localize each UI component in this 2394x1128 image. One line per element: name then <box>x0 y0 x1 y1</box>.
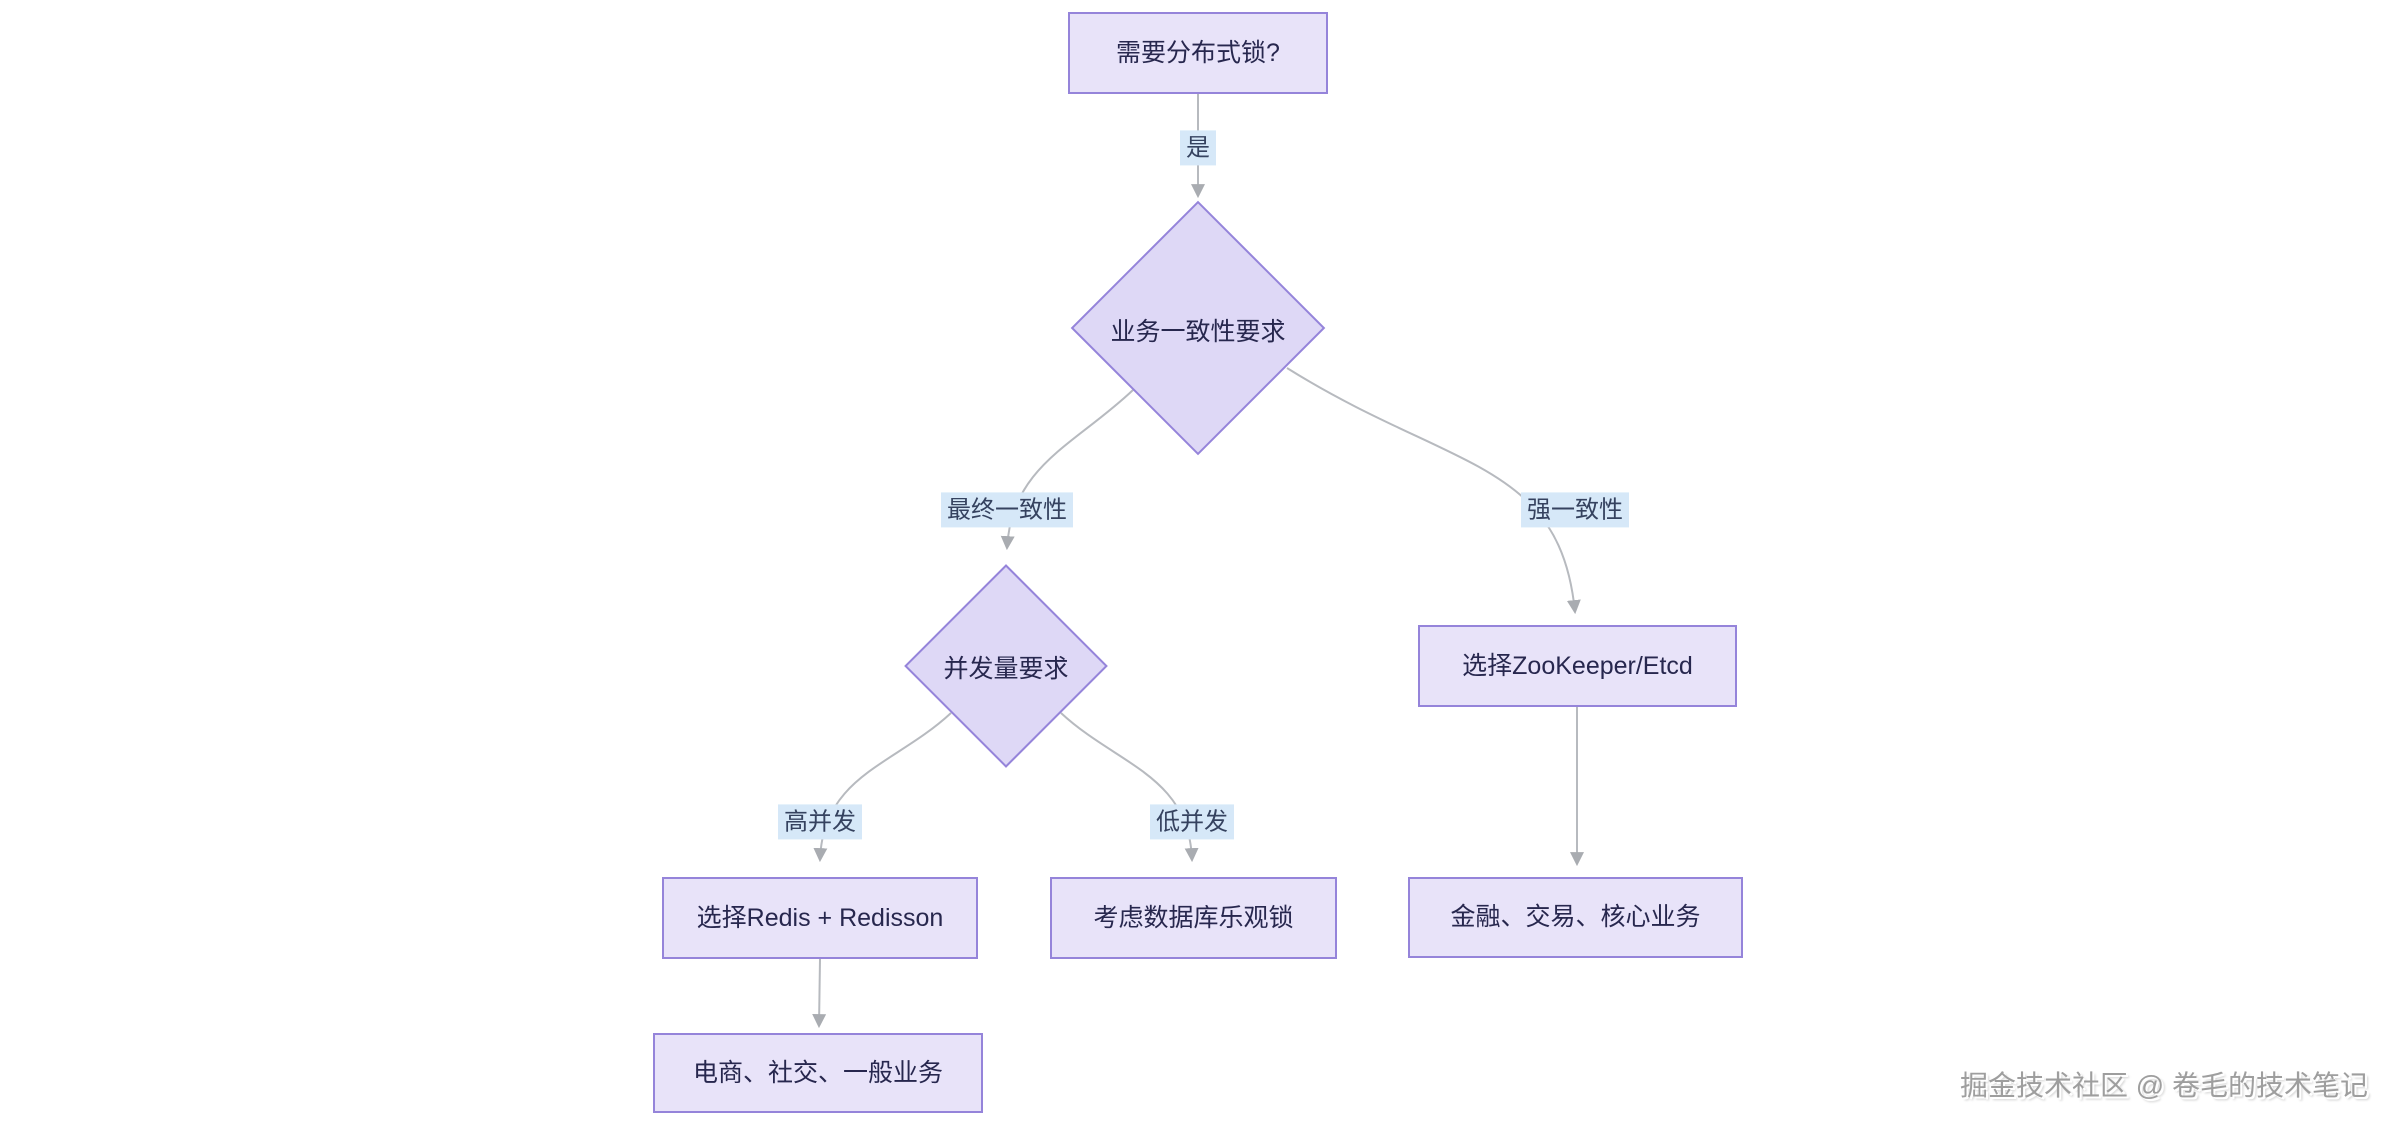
edge-consistency-to-zookeeper <box>1286 367 1581 615</box>
edge-label-eventual-consistency: 最终一致性 <box>941 492 1073 528</box>
node-need-distributed-lock: 需要分布式锁? <box>1068 12 1328 94</box>
decision-consistency-requirement-label: 业务一致性要求 <box>1110 318 1286 346</box>
edge-label-strong-consistency: 强一致性 <box>1521 492 1629 528</box>
watermark-text: 掘金技术社区 @ 卷毛的技术笔记 <box>1960 1070 2368 1101</box>
node-finance-trading-core: 金融、交易、核心业务 <box>1408 877 1743 958</box>
edge-label-high-concurrency: 高并发 <box>778 804 862 840</box>
edge-label-yes: 是 <box>1180 130 1216 166</box>
node-consider-db-optimistic-lock: 考虑数据库乐观锁 <box>1050 877 1337 959</box>
node-choose-redis-redisson: 选择Redis + Redisson <box>662 877 978 959</box>
edge-redis-to-ecommerce <box>812 958 827 1029</box>
node-ecommerce-social-general: 电商、社交、一般业务 <box>653 1033 983 1113</box>
decision-concurrency-requirement-label: 并发量要求 <box>943 655 1069 683</box>
edge-label-low-concurrency: 低并发 <box>1150 804 1234 840</box>
node-choose-zookeeper-etcd: 选择ZooKeeper/Etcd <box>1418 625 1737 707</box>
